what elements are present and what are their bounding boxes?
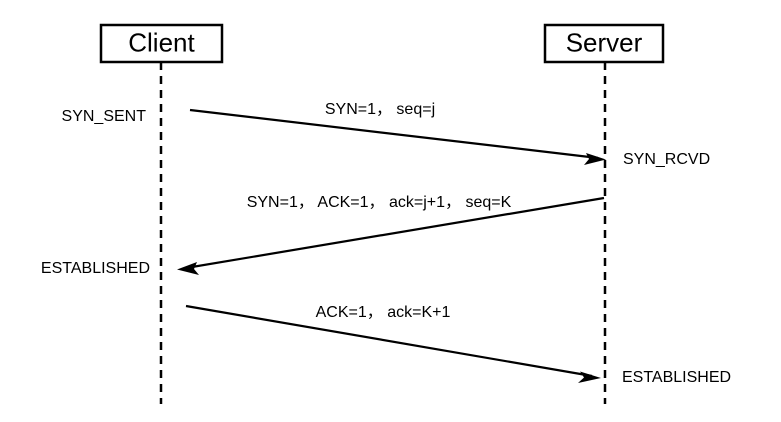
message-syn-ack-label: SYN=1， ACK=1， ack=j+1， seq=K: [247, 194, 512, 211]
message-syn-ack-line: [185, 196, 605, 270]
participant-client[interactable]: Client: [99, 23, 224, 64]
participant-server[interactable]: Server: [543, 23, 665, 64]
message-syn-ack: SYN=1， ACK=1， ack=j+1， seq=K: [177, 194, 605, 275]
message-syn-arrowhead: [584, 153, 606, 165]
message-ack-arrowhead: [578, 371, 601, 383]
client-box: [99, 23, 224, 64]
state-label-established-client: ESTABLISHED: [41, 260, 150, 277]
message-syn-line: [189, 108, 599, 160]
message-syn: SYN=1， seq=j: [189, 101, 606, 165]
state-label-syn-sent: SYN_SENT: [62, 108, 147, 125]
message-syn-ack-arrowhead: [177, 262, 199, 275]
server-box-label: Server: [566, 27, 643, 57]
message-ack: ACK=1， ack=K+1: [185, 304, 601, 383]
server-box: [543, 23, 665, 64]
state-label-syn-rcvd: SYN_RCVD: [623, 151, 710, 168]
message-ack-label: ACK=1， ack=K+1: [316, 304, 451, 321]
message-ack-line: [185, 304, 593, 378]
client-box-label: Client: [128, 27, 195, 57]
state-label-established-server: ESTABLISHED: [622, 369, 731, 386]
message-syn-label: SYN=1， seq=j: [325, 101, 435, 118]
